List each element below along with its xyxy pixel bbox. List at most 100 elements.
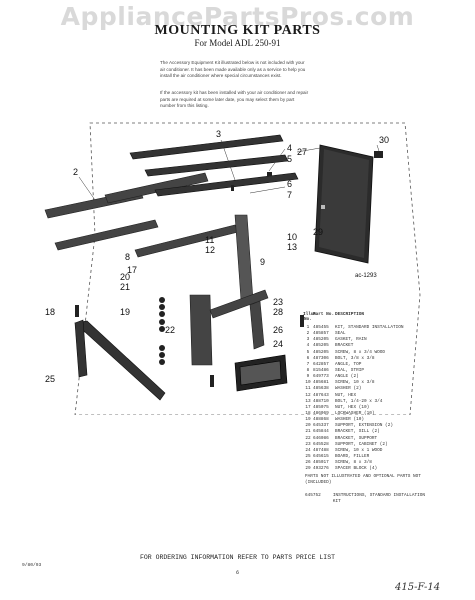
callout-27: 27 bbox=[297, 147, 307, 157]
illus-no: 13 bbox=[305, 398, 311, 404]
callout-28: 28 bbox=[273, 307, 283, 317]
part-no: 649773 bbox=[313, 374, 329, 380]
callout-13: 13 bbox=[287, 242, 297, 252]
col-part: Part No. bbox=[313, 312, 335, 317]
part-description: BRACKET, SUPPORT bbox=[335, 435, 378, 441]
illus-no: 18 bbox=[305, 410, 311, 416]
callout-10: 10 bbox=[287, 232, 297, 242]
instructions-desc: INSTRUCTIONS, STANDARD INSTALLATION KIT bbox=[332, 493, 426, 504]
callout-9: 9 bbox=[260, 257, 265, 267]
part-description: WASHER (2) bbox=[335, 386, 362, 392]
part-no: 485205 bbox=[313, 343, 329, 349]
col-description: DESCRIPTION bbox=[335, 312, 364, 317]
part-no: 645337 bbox=[313, 423, 329, 429]
part-no: 487306 bbox=[313, 355, 329, 361]
callout-19: 19 bbox=[120, 307, 130, 317]
part-description: SUPPORT, EXTENSION (2) bbox=[335, 423, 393, 429]
callout-17: 17 bbox=[127, 265, 137, 275]
part-description: BRACKET, SILL (2) bbox=[335, 429, 380, 435]
illus-no: 6 bbox=[306, 355, 310, 361]
illus-no: 5 bbox=[306, 349, 310, 355]
illus-no: 21 bbox=[305, 429, 311, 435]
part-no: 646086 bbox=[313, 435, 329, 441]
parts-table-header: Illus No. Part No. DESCRIPTION bbox=[303, 312, 433, 322]
instructions-part: 645752 bbox=[305, 493, 321, 498]
callout-29: 29 bbox=[313, 227, 323, 237]
part-no: 487643 bbox=[313, 392, 329, 398]
illus-no: 8 bbox=[306, 367, 310, 373]
support-brackets bbox=[189, 289, 269, 366]
page-title: MOUNTING KIT PARTS bbox=[154, 23, 321, 38]
illus-no: 26 bbox=[305, 460, 311, 466]
callout-18: 18 bbox=[45, 307, 55, 317]
callout-7: 7 bbox=[287, 190, 292, 200]
part-description: SCREW, 8 x 3/8 bbox=[335, 460, 372, 466]
part-description: ANGLE, TOP bbox=[335, 361, 362, 367]
callout-23: 23 bbox=[273, 297, 283, 307]
hardware bbox=[75, 172, 304, 387]
part-no: 485205 bbox=[313, 349, 329, 355]
part-no: 485075 bbox=[313, 404, 329, 410]
part-description: BOLT, 3/8 x 3/8 bbox=[335, 355, 375, 361]
illus-no: 10 bbox=[305, 380, 311, 386]
illus-no: 2 bbox=[306, 331, 310, 337]
intro-paragraph-1: The Accessory Equipment Kit illustrated … bbox=[160, 60, 306, 78]
col-illus: Illus No. bbox=[303, 312, 317, 322]
part-description: BOLT, 1/4-20 x 3/4 bbox=[335, 398, 383, 404]
part-no: 488868 bbox=[313, 417, 329, 423]
cabinet-support bbox=[74, 319, 166, 401]
illus-no: 25 bbox=[305, 453, 311, 459]
watermark: AppliancePartsPros.com bbox=[60, 2, 415, 31]
part-no: 485857 bbox=[313, 331, 329, 337]
illus-no: 9 bbox=[306, 374, 310, 380]
note-not-illustrated: PARTS NOT ILLUSTRATED AND OPTIONAL PARTS… bbox=[305, 474, 421, 485]
callout-3: 3 bbox=[216, 129, 221, 139]
callout-24: 24 bbox=[273, 339, 283, 349]
handwritten-note: 415-F-14 bbox=[395, 582, 441, 593]
illus-no: 4 bbox=[306, 343, 310, 349]
callout-25: 25 bbox=[45, 374, 55, 384]
callout-26: 26 bbox=[273, 325, 283, 335]
part-description: SEAL bbox=[335, 331, 346, 337]
part-no: 485017 bbox=[313, 460, 329, 466]
part-description: WASHER (10) bbox=[335, 417, 364, 423]
illus-no: 19 bbox=[305, 417, 311, 423]
part-description: NUT, HEX bbox=[335, 392, 357, 398]
part-no: 645528 bbox=[313, 441, 329, 447]
instructions-row: 645752 INSTRUCTIONS, STANDARD INSTALLATI… bbox=[305, 493, 435, 505]
illus-no: 23 bbox=[305, 441, 311, 447]
callout-22: 22 bbox=[165, 325, 175, 335]
part-description: BRACKET bbox=[335, 343, 354, 349]
part-no: 488710 bbox=[313, 398, 329, 404]
callout-8: 8 bbox=[125, 252, 130, 262]
illus-no: 11 bbox=[305, 386, 311, 392]
part-no: 485681 bbox=[313, 380, 329, 386]
part-no: 493276 bbox=[313, 466, 329, 472]
part-description: BOARD, FILLER bbox=[335, 453, 370, 459]
callout-4: 4 bbox=[287, 143, 292, 153]
part-description: GASKET, RAIN bbox=[335, 337, 367, 343]
callouts: 2 3 4 5 6 7 8 9 10 11 12 13 17 18 19 20 … bbox=[45, 129, 389, 384]
leader-lines bbox=[78, 139, 380, 201]
illus-no: 12 bbox=[305, 392, 311, 398]
part-description: SUPPORT, CABINET (2) bbox=[335, 441, 388, 447]
page-number: 6 bbox=[235, 570, 239, 576]
illus-no: 29 bbox=[305, 466, 311, 472]
